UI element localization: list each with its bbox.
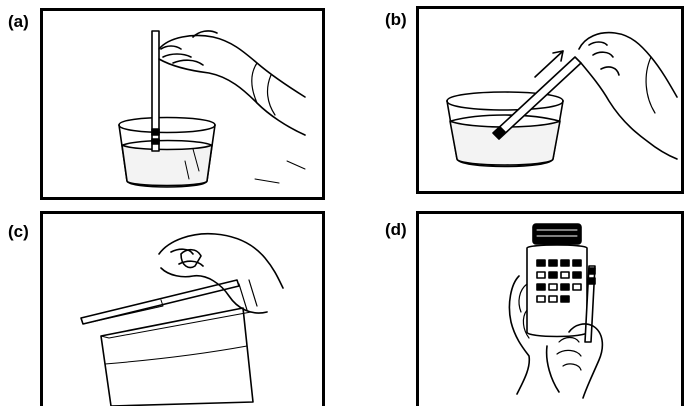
cup-rim-front	[447, 101, 563, 110]
panel-label-a: (a)	[8, 13, 29, 30]
hand-finger-lines	[589, 42, 619, 75]
hand-outline-bottom	[159, 59, 305, 135]
cup-liquid	[122, 145, 212, 186]
hand-outline-top	[159, 234, 283, 288]
panel-c-illustration	[43, 214, 322, 406]
right-hand-palm	[547, 346, 559, 392]
cup-rim-back	[119, 118, 215, 126]
panel-label-c: (c)	[8, 223, 29, 240]
strip-pad	[152, 139, 159, 144]
hand-outline-bottom	[581, 63, 677, 159]
sketch-marks	[255, 161, 305, 183]
strip-pad	[589, 268, 595, 274]
right-hand-fingers	[557, 338, 581, 371]
strip-pad	[152, 129, 159, 135]
liquid-surface	[123, 141, 211, 146]
glove-cuff-folds	[239, 280, 257, 310]
panel-a-frame	[40, 8, 325, 200]
hand-outline-top	[159, 36, 305, 98]
panel-d-illustration	[419, 214, 681, 406]
bottle-cap	[533, 224, 581, 244]
panel-c-frame	[40, 211, 325, 406]
panel-b-frame	[416, 6, 684, 194]
hand-finger-lines	[161, 46, 203, 65]
panel-label-b: (b)	[385, 11, 407, 28]
cup-rim-front	[119, 125, 215, 133]
strip-pad	[589, 278, 595, 284]
panel-b-illustration	[419, 9, 681, 191]
glove-cuff-folds	[646, 57, 655, 113]
panel-label-d: (d)	[385, 221, 407, 238]
liquid-surface	[451, 115, 559, 121]
glove-cuff-folds	[252, 63, 275, 115]
panel-d-frame	[416, 211, 684, 406]
panel-a-illustration	[43, 11, 322, 197]
